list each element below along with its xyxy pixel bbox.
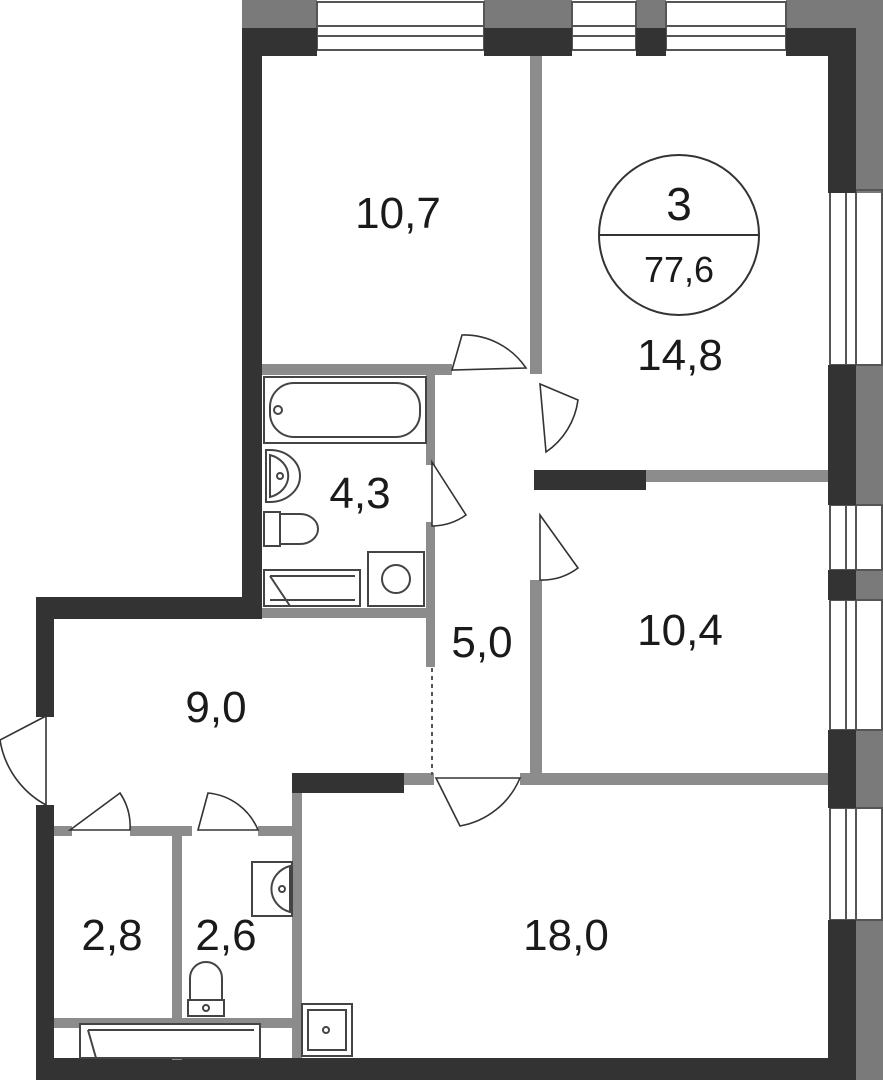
- washing-machine-icon: [367, 551, 425, 607]
- apartment-badge: 3 77,6: [598, 154, 760, 316]
- area-wc: 2,6: [195, 911, 256, 960]
- area-labels: 10,7 14,8 4,3 5,0 10,4 9,0 2,8 2,6 18,0: [81, 189, 722, 960]
- window-top-right: [665, 1, 787, 51]
- area-living-room: 18,0: [523, 911, 609, 960]
- facade: [242, 0, 883, 1080]
- total-area: 77,6: [644, 249, 714, 290]
- area-corridor: 5,0: [451, 618, 512, 667]
- window-right-4: [829, 807, 883, 921]
- shower-tray-icon: [263, 569, 361, 607]
- area-bedroom-3: 10,4: [637, 606, 723, 655]
- window-top-left: [316, 1, 485, 51]
- wc-sink-icon: [251, 861, 293, 917]
- doors: [0, 334, 580, 831]
- wc-toilet-icon: [187, 961, 225, 1017]
- area-bathroom: 4,3: [329, 469, 390, 518]
- living-sink-icon: [301, 1003, 353, 1057]
- bathtub-icon: [263, 376, 427, 444]
- sink-icon: [265, 449, 301, 503]
- area-storage: 2,8: [81, 911, 142, 960]
- area-bedroom-1: 10,7: [355, 189, 441, 238]
- exterior-walls: [36, 28, 856, 1080]
- area-hallway: 9,0: [185, 683, 246, 732]
- window-right-2: [829, 504, 883, 571]
- room-count: 3: [666, 178, 692, 230]
- storage-tray-icon: [79, 1023, 261, 1059]
- toilet-icon: [263, 511, 319, 547]
- window-top-middle: [571, 1, 637, 51]
- area-bedroom-2: 14,8: [637, 331, 723, 380]
- window-right-1: [829, 189, 883, 366]
- window-right-3: [829, 599, 883, 731]
